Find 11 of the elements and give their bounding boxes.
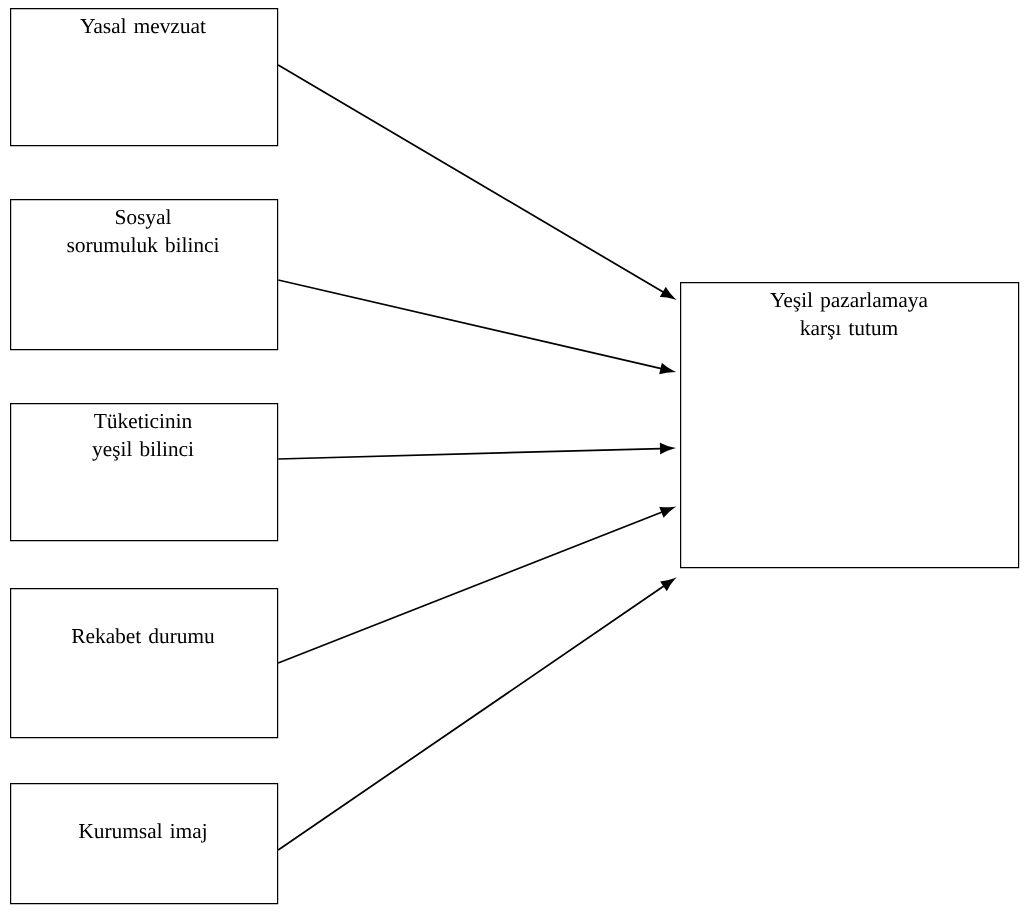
text-box: Kurumsal imaj <box>10 783 279 905</box>
arrow <box>277 506 674 664</box>
text-box: Yasal mevzuat <box>10 8 279 147</box>
arrow <box>277 578 675 851</box>
text-box: Rekabet durumu <box>10 588 279 739</box>
text-box: Tüketicinin yeşil bilinci <box>10 403 279 542</box>
text-box: Sosyal sorumuluk bilinci <box>10 199 279 351</box>
arrow <box>277 64 675 299</box>
arrow <box>277 443 674 460</box>
text-box: Yeşil pazarlamaya karşı tutum <box>680 282 1020 569</box>
arrow <box>277 279 674 374</box>
